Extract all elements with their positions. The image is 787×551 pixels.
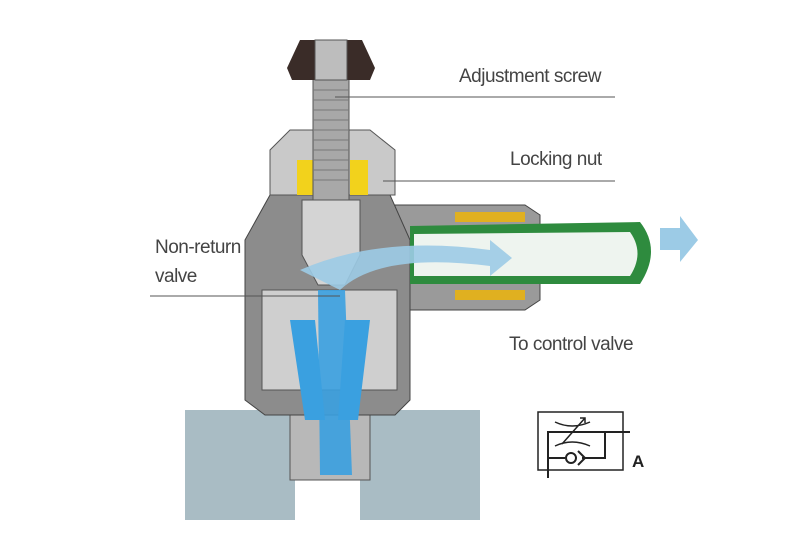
collet-top — [455, 212, 525, 222]
knob-core — [314, 39, 348, 81]
label-locking-nut: Locking nut — [510, 149, 602, 170]
flow-inlet — [318, 290, 352, 475]
label-non-return-1: Non-return — [155, 237, 241, 258]
flow-arrow-out — [660, 216, 698, 262]
flow-arrow-inner — [300, 240, 512, 290]
brass-insert-left — [297, 160, 315, 195]
tube-bore — [414, 232, 638, 276]
symbol-port-label: A — [632, 452, 645, 471]
label-non-return-2: valve — [155, 266, 197, 287]
adjustment-screw — [312, 77, 350, 201]
mounting-block — [185, 410, 480, 520]
collet-bottom — [455, 290, 525, 300]
flow-bypass — [290, 320, 370, 420]
label-adjustment-screw: Adjustment screw — [459, 66, 601, 87]
brass-insert-right — [350, 160, 368, 195]
flow-control-symbol — [537, 411, 630, 478]
label-to-control-valve: To control valve — [509, 334, 634, 355]
